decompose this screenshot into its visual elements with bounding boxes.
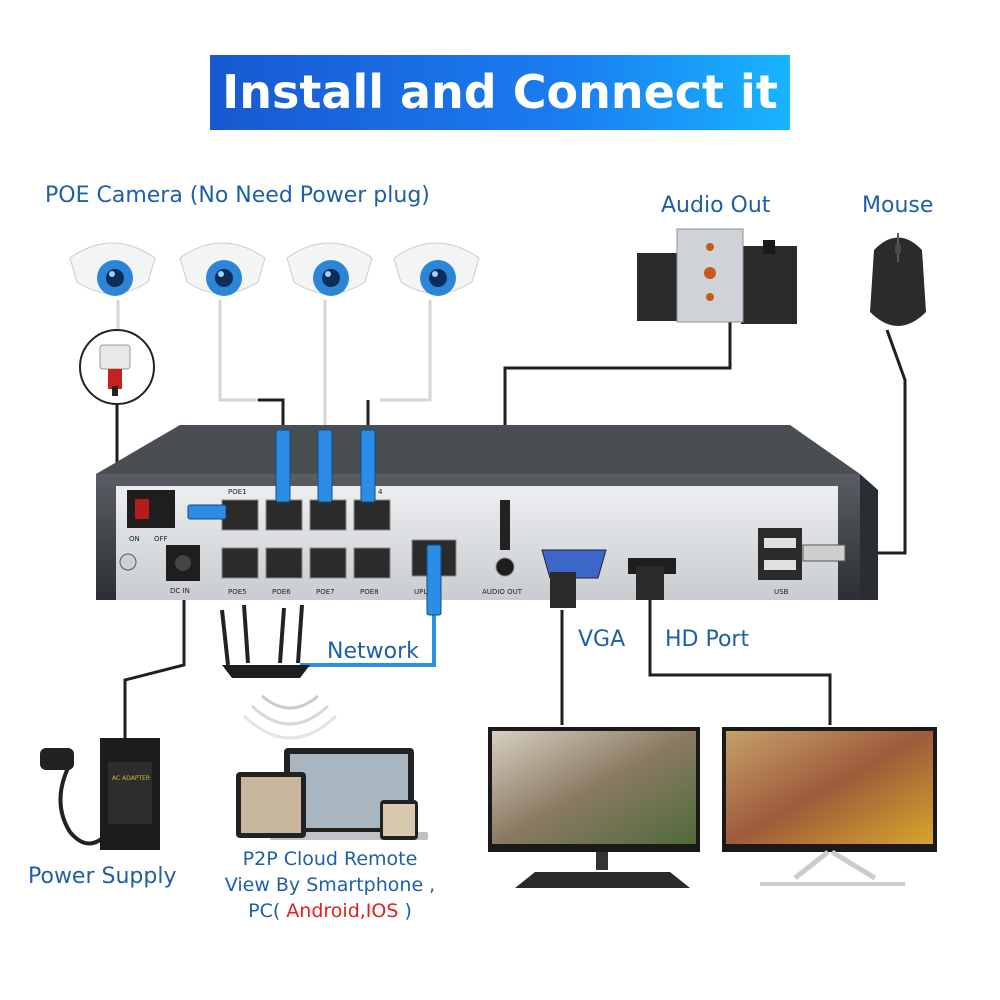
- poe-camera-label: POE Camera (No Need Power plug): [45, 183, 430, 208]
- power-adapter: AC ADAPTER: [40, 738, 160, 850]
- p2p-devices: [236, 748, 428, 840]
- audio-out-port-text: AUDIO OUT: [482, 588, 523, 596]
- mouse-label: Mouse: [862, 193, 934, 218]
- camera-2-cable: [218, 300, 270, 402]
- usb-ports: [758, 528, 802, 580]
- poe-port-5: [221, 547, 259, 579]
- speaker-system: [637, 228, 797, 324]
- usb-port-text: USB: [774, 588, 789, 596]
- poe-port-3: [309, 499, 347, 531]
- dome-camera-3: [286, 242, 373, 296]
- poe2-cable: [258, 398, 285, 430]
- banner-title: Install and Connect it: [222, 65, 778, 119]
- poe-label-8: POE8: [360, 588, 379, 596]
- ethernet-plugs: [187, 429, 442, 616]
- mouse-cable: [858, 329, 907, 555]
- p2p-line-3: PC( Android,IOS ): [215, 898, 445, 924]
- power-cable: [123, 595, 186, 760]
- poe-port-8: [353, 547, 391, 579]
- dome-camera-1: [69, 242, 156, 296]
- audio-jack: [495, 557, 515, 577]
- p2p-description: P2P Cloud Remote View By Smartphone , PC…: [215, 846, 445, 924]
- monitor-vga: [488, 727, 700, 888]
- ground-screw: [119, 553, 137, 571]
- poe-label-7: POE7: [316, 588, 335, 596]
- usb-plug: [802, 544, 846, 562]
- connector-closeup: [79, 329, 155, 405]
- hdmi-cable: [648, 600, 832, 725]
- adapter-label: AC ADAPTER: [112, 775, 150, 782]
- uplink-cable: [300, 610, 436, 667]
- camera-4-cable: [380, 300, 432, 402]
- poe-port-6: [265, 547, 303, 579]
- dome-camera-2: [179, 242, 266, 296]
- vga-connector: [550, 572, 576, 608]
- power-switch: [127, 490, 175, 528]
- monitor-hdmi: [722, 727, 937, 886]
- poe-port-7: [309, 547, 347, 579]
- mouse-device: [870, 233, 926, 326]
- power-supply-label: Power Supply: [28, 864, 177, 889]
- poe-port-2: [265, 499, 303, 531]
- hdmi-plug: [636, 566, 664, 600]
- poe-port-1: [221, 499, 259, 531]
- switch-on-text: ON: [129, 535, 140, 543]
- vga-port: [541, 549, 607, 579]
- p2p-line-3-suffix: ): [398, 900, 412, 922]
- poe-label-5: POE5: [228, 588, 247, 596]
- dc-in-text: DC IN: [170, 587, 190, 595]
- vga-label: VGA: [578, 627, 626, 652]
- network-label: Network: [327, 639, 419, 664]
- p2p-line-3-prefix: PC(: [248, 900, 287, 922]
- poe-label-1: POE1: [228, 488, 247, 496]
- hd-port-label: HD Port: [665, 627, 750, 652]
- p2p-line-1: P2P Cloud Remote: [242, 848, 418, 870]
- poe-port-4: [353, 499, 391, 531]
- title-banner: Install and Connect it: [210, 55, 790, 130]
- poe-label-6: POE6: [272, 588, 291, 596]
- dome-camera-4: [393, 242, 480, 296]
- p2p-os-highlight: Android,IOS: [286, 900, 399, 922]
- audio-plug: [500, 500, 510, 550]
- poe-label-4: 4: [378, 488, 383, 496]
- switch-off-text: OFF: [154, 535, 168, 543]
- p2p-line-2: View By Smartphone ,: [224, 874, 436, 896]
- audio-out-label: Audio Out: [661, 193, 771, 218]
- wifi-router: [220, 604, 338, 740]
